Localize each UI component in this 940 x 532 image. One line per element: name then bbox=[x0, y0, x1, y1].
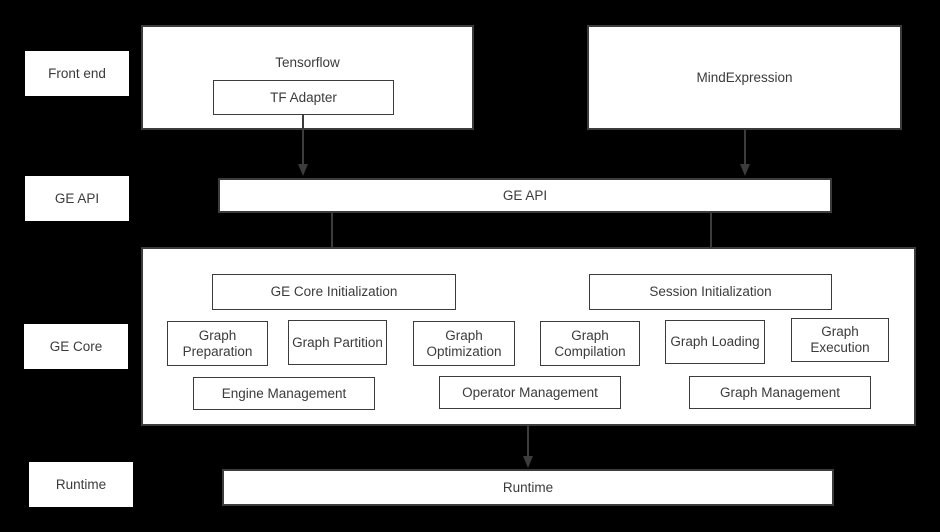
arrowhead-mindexpression-geapi bbox=[739, 164, 750, 176]
connector-gecore-runtime bbox=[527, 426, 529, 458]
connector-geapi-gecoreinit bbox=[331, 213, 333, 261]
manager-operator-management[interactable]: Operator Management bbox=[439, 376, 621, 409]
module-graph-execution[interactable]: Graph Execution bbox=[791, 318, 889, 362]
layer-label-ge-core: GE Core bbox=[24, 324, 128, 369]
connector-mindexpression-geapi bbox=[744, 130, 746, 166]
runtime-bar[interactable]: Runtime bbox=[222, 469, 834, 506]
module-label: Graph Preparation bbox=[182, 327, 253, 359]
module-label: Graph Compilation bbox=[554, 327, 626, 359]
layer-label-ge-api: GE API bbox=[25, 176, 129, 221]
connector-geapi-sessioninit bbox=[710, 213, 712, 261]
module-label: Graph Execution bbox=[810, 324, 870, 355]
mindexpression-label: MindExpression bbox=[696, 69, 793, 85]
connector-tfadapter-geapi bbox=[302, 115, 304, 166]
module-graph-compilation[interactable]: Graph Compilation bbox=[540, 321, 640, 366]
module-graph-optimization[interactable]: Graph Optimization bbox=[413, 321, 515, 366]
layer-label-front-end: Front end bbox=[25, 51, 129, 96]
layer-label-runtime: Runtime bbox=[29, 462, 133, 507]
manager-label: Graph Management bbox=[719, 384, 841, 400]
tf-adapter-label: TF Adapter bbox=[270, 89, 337, 105]
arrowhead-gecore-runtime bbox=[522, 456, 533, 468]
mindexpression-box[interactable]: MindExpression bbox=[587, 25, 902, 130]
ge-core-initialization-box[interactable]: GE Core Initialization bbox=[212, 274, 456, 310]
ge-core-initialization-label: GE Core Initialization bbox=[270, 284, 398, 300]
layer-label-text: Runtime bbox=[55, 476, 107, 492]
manager-engine-management[interactable]: Engine Management bbox=[193, 377, 375, 410]
module-label: Graph Optimization bbox=[426, 327, 502, 359]
ge-api-bar[interactable]: GE API bbox=[218, 178, 832, 213]
module-label: Graph Loading bbox=[670, 334, 760, 350]
manager-label: Engine Management bbox=[221, 385, 347, 401]
layer-label-text: GE API bbox=[54, 190, 100, 206]
module-label: Graph Partition bbox=[292, 334, 383, 350]
tensorflow-title: Tensorflow bbox=[275, 55, 340, 70]
manager-label: Operator Management bbox=[462, 384, 598, 400]
tf-adapter-box[interactable]: TF Adapter bbox=[213, 80, 394, 115]
session-initialization-label: Session Initialization bbox=[649, 284, 772, 300]
module-graph-loading[interactable]: Graph Loading bbox=[665, 320, 765, 364]
layer-label-text: GE Core bbox=[49, 338, 103, 354]
module-graph-partition[interactable]: Graph Partition bbox=[288, 320, 387, 365]
runtime-label: Runtime bbox=[502, 479, 554, 495]
layer-label-text: Front end bbox=[48, 65, 106, 81]
ge-api-label: GE API bbox=[502, 187, 548, 203]
arrowhead-tfadapter-geapi bbox=[297, 164, 308, 176]
session-initialization-box[interactable]: Session Initialization bbox=[589, 274, 832, 310]
manager-graph-management[interactable]: Graph Management bbox=[689, 376, 871, 409]
module-graph-preparation[interactable]: Graph Preparation bbox=[167, 321, 268, 366]
